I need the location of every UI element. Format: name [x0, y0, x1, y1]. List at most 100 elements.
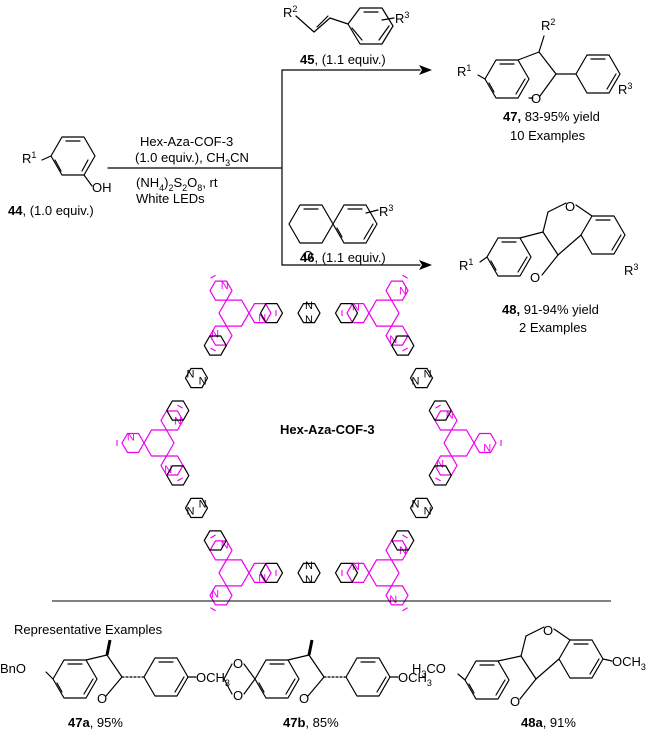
cof-node-dash	[177, 404, 183, 409]
p48-examples: 2 Examples	[519, 320, 587, 335]
ex47a-benzyloxy: BnO	[0, 661, 26, 676]
cof-edge-nitrogen: N	[199, 498, 207, 510]
cof-node-core	[368, 299, 400, 327]
cof-node-ring	[209, 280, 233, 301]
cof-node-ring	[385, 280, 409, 301]
cof-edge-nitrogen: N	[305, 314, 313, 326]
cof-node-dash	[177, 477, 183, 482]
cof-edge-ring	[297, 562, 321, 584]
cof-name: Hex-Aza-COF-3	[280, 422, 375, 437]
cof-edge-nitrogen: N	[305, 574, 313, 586]
cof-edge-nitrogen: N	[199, 375, 207, 387]
cof-edge-ring	[297, 303, 321, 324]
ex48a-label: 48a, 91%	[521, 715, 576, 730]
p47-r2-label: R2	[541, 17, 555, 33]
cof-edge-ring	[203, 335, 227, 356]
cof-edge-ring	[184, 367, 209, 389]
cof-node-nitrogen: N	[399, 285, 407, 297]
styrene-r2-label: R2	[283, 4, 297, 20]
cof-node-dash	[210, 534, 216, 539]
example-48a-structure: O O H3CO OCH3	[412, 623, 646, 709]
phenol-44-structure: OH R1	[22, 136, 112, 195]
cof-node-nitrogen: N	[483, 442, 491, 454]
chromene-oxygen: O	[303, 248, 313, 263]
cof-edge-ring	[409, 497, 434, 519]
cof-edge-ring	[409, 367, 434, 389]
cof-node-nitrogen: N	[174, 415, 182, 427]
phenol-label: 44, (1.0 equiv.)	[8, 203, 94, 218]
ex47b-oxygen-top: O	[233, 656, 243, 671]
cof-edge-ring	[166, 465, 190, 486]
p48-oxygen-furan: O	[530, 270, 540, 285]
cof-edge-ring	[259, 562, 284, 584]
cof-node-core	[218, 299, 250, 327]
styrene-r3-label: R3	[395, 10, 409, 26]
cof-node-dash	[210, 274, 216, 279]
cof-node-dash	[402, 534, 408, 539]
cof-node-dash	[435, 404, 441, 409]
p47-oxygen: O	[531, 91, 541, 106]
arrowhead-48	[419, 260, 432, 270]
cof-edge-ring	[334, 562, 359, 584]
p47-r3-label: R3	[618, 81, 632, 97]
hydroxyl-label: OH	[92, 180, 112, 195]
cof-edge-ring	[166, 400, 190, 421]
ex47a-methoxy: OCH3	[196, 670, 230, 688]
cof-node-nitrogen: N	[221, 540, 229, 552]
cof-node-core	[368, 559, 400, 587]
ex47a-label: 47a, 95%	[68, 715, 123, 730]
arrowhead-47	[419, 65, 432, 75]
cof-node-core	[218, 559, 250, 587]
ex47b-label: 47b, 85%	[283, 715, 339, 730]
cof-edge-nitrogen: N	[424, 368, 432, 380]
cof-edge-nitrogen: N	[186, 505, 194, 517]
cof-node-nitrogen: N	[164, 464, 172, 476]
chromene-46-structure: O R3	[288, 203, 393, 263]
cof-node-nitrogen: N	[352, 561, 360, 573]
ex47b-oxygen-ring: O	[299, 691, 309, 706]
cof-node-core	[143, 429, 175, 457]
p48-oxygen-pyran: O	[565, 199, 575, 214]
cof-edge-nitrogen: N	[411, 375, 419, 387]
cof-node-nitrogen: N	[258, 313, 266, 325]
cof-node-nitrogen: N	[258, 572, 266, 584]
cof-edge-nitrogen: N	[305, 560, 313, 572]
styrene-label: 45, (1.1 equiv.)	[300, 52, 386, 67]
cof-node-nitrogen: N	[211, 329, 219, 341]
ex48a-oxygen-pyran: O	[543, 623, 553, 638]
cof-node-ring	[385, 585, 409, 606]
cof-edge-nitrogen: N	[411, 498, 419, 510]
ex48a-right-methoxy: OCH3	[612, 654, 646, 672]
cof-node-nitrogen: N	[352, 301, 360, 313]
cof-node-dash	[402, 347, 408, 352]
styrene-45-structure: R2 R3	[283, 4, 409, 45]
cof-node-dash	[435, 477, 441, 482]
cof-node-ring	[209, 585, 233, 606]
p48-yield: 48, 91-94% yield	[502, 302, 599, 317]
cof-node-nitrogen: N	[446, 410, 454, 422]
cof-edge-nitrogen: N	[186, 368, 194, 380]
p47-yield: 47, 83-95% yield	[503, 109, 600, 124]
ex47b-oxygen-bottom: O	[233, 688, 243, 703]
catalyst-equiv-solvent: (1.0 equiv.), CH3CN	[135, 150, 249, 168]
ex48a-oxygen-furan: O	[510, 694, 520, 709]
cof-node-dash	[210, 347, 216, 352]
p47-examples: 10 Examples	[510, 128, 586, 143]
cof-edge-nitrogen: N	[424, 505, 432, 517]
ex47b-methoxy: OCH3	[398, 670, 432, 688]
cof-edge-nitrogen: N	[305, 300, 313, 312]
ex48a-left-methoxy: H3CO	[412, 661, 446, 679]
cof-edge-ring	[334, 303, 359, 324]
cof-node-core	[443, 429, 475, 457]
ex47a-oxygen: O	[97, 691, 107, 706]
cof-edge-ring	[391, 335, 415, 356]
p48-r1-label: R1	[459, 257, 473, 273]
cof-edge-ring	[428, 400, 452, 421]
section-title: Representative Examples	[14, 622, 163, 637]
cof-edge-ring	[203, 530, 227, 551]
oxidant-label: (NH4)2S2O8, rt	[136, 175, 218, 193]
cof-node-dash	[402, 274, 408, 279]
cof-node-nitrogen: N	[211, 588, 219, 600]
